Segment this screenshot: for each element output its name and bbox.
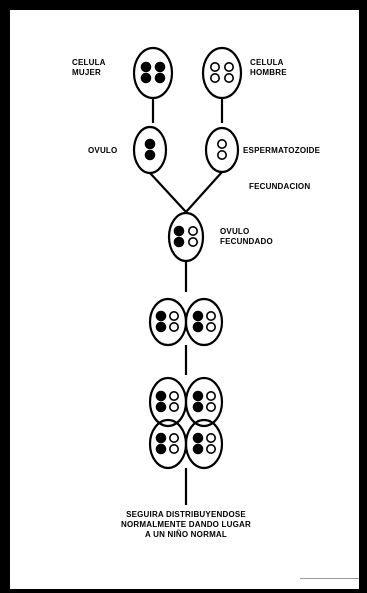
fertilization-line-left: [149, 172, 187, 213]
label-ovulo: OVULO: [88, 146, 118, 155]
male-cell: [201, 46, 243, 100]
diagram-frame: [10, 10, 359, 589]
chromosomes-ovulo: [144, 138, 156, 161]
label-ovulo-fecundado: OVULO FECUNDADO: [220, 227, 273, 246]
chromosomes-zygote: [173, 225, 199, 248]
label-espermatozoide: ESPERMATOZOIDE: [243, 146, 321, 155]
label-fecundacion: FECUNDACION: [249, 182, 311, 191]
label-celula-hombre: CELULA HOMBRE: [250, 58, 287, 77]
four-cell-top-left: [148, 376, 188, 428]
female-cell: [132, 46, 174, 100]
label-celula-mujer: CELULA MUJER: [72, 58, 106, 77]
chromosomes-male: [210, 61, 235, 84]
fertilization-line-right: [185, 171, 223, 213]
caption: SEGUIRA DISTRIBUYENDOSE NORMALMENTE DAND…: [121, 510, 251, 539]
chromosomes-two-cell: [155, 310, 217, 333]
four-cell-bottom-right: [184, 418, 224, 470]
chromosomes-four-cell-top: [155, 390, 217, 413]
two-cell-right: [184, 297, 224, 347]
footer-rule: [300, 578, 359, 579]
four-cell-bottom-left: [148, 418, 188, 470]
chromosomes-four-cell-bottom: [155, 432, 217, 455]
chromosomes-female: [140, 61, 166, 84]
sperm-cell: [204, 126, 240, 174]
fertilized-ovum: [167, 211, 205, 263]
two-cell-left: [148, 297, 188, 347]
chromosomes-sperm: [217, 139, 228, 161]
four-cell-top-right: [184, 376, 224, 428]
